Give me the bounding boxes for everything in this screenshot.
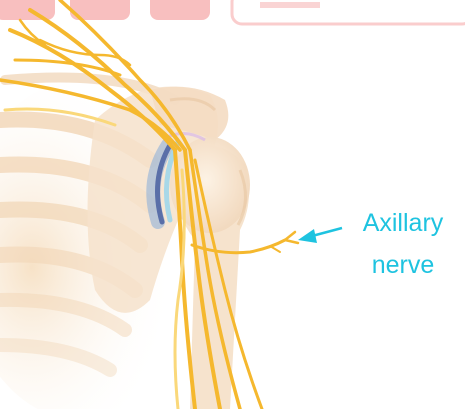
- top-banner: [0, 0, 465, 24]
- axillary-nerve-label-line2: nerve: [344, 250, 462, 281]
- callout-arrow: [298, 228, 342, 243]
- axillary-nerve-label-line1: Axillary: [344, 208, 462, 239]
- arrow-left-icon: [298, 229, 317, 243]
